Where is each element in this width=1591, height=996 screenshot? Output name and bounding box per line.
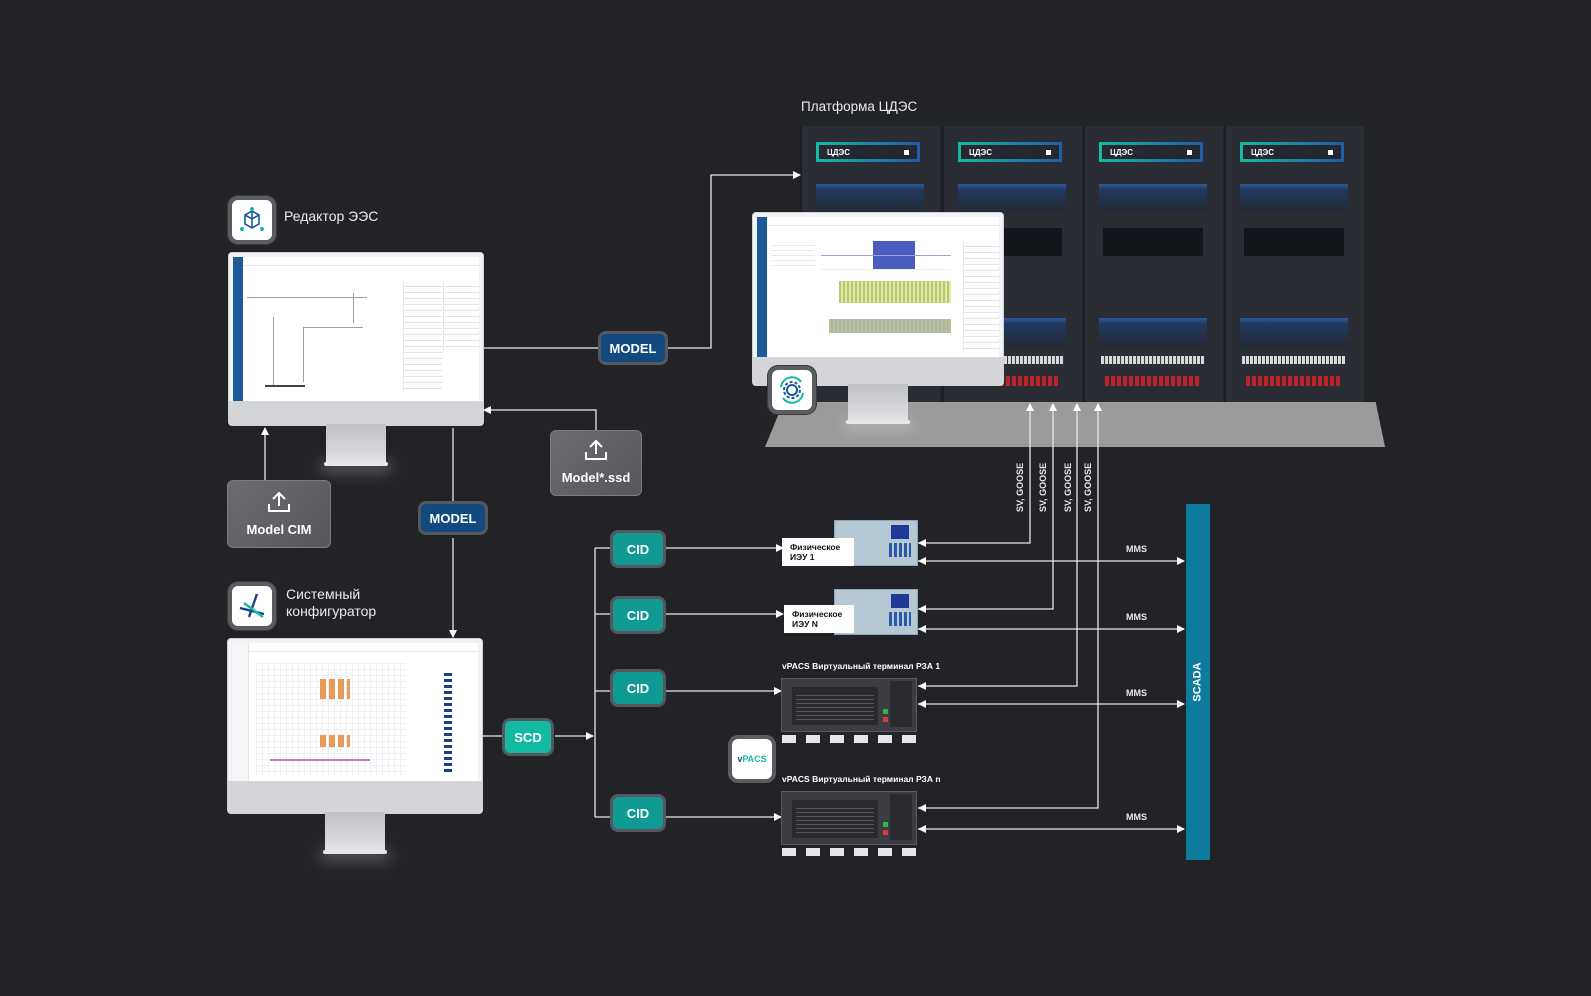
- virtual-terminal-n-buttons: [782, 848, 916, 856]
- configurator-label-line2: конфигуратор: [286, 603, 377, 619]
- platform-gear-icon-tile[interactable]: [768, 366, 816, 414]
- physical-ied-1-label: Физическое ИЭУ 1: [782, 538, 854, 566]
- rack-logo: ЦДЭС: [1099, 142, 1203, 162]
- sv-goose-label: SV, GOOSE: [1015, 462, 1025, 512]
- upload-icon: [585, 439, 607, 460]
- platform-title: Платформа ЦДЭС: [801, 99, 918, 114]
- virtual-terminal-1: [781, 678, 917, 732]
- mms-label: MMS: [1126, 544, 1147, 554]
- upload-model-ssd[interactable]: Model*.ssd: [550, 430, 642, 496]
- configurator-label-line1: Системный: [286, 586, 361, 602]
- physical-ied-1-line1: Физическое: [790, 542, 841, 552]
- vpacs-text: PACS: [742, 754, 767, 764]
- model-pill-mid[interactable]: MODEL: [418, 501, 488, 535]
- physical-ied-n-label: Физическое ИЭУ N: [784, 605, 854, 633]
- platform-monitor: [752, 212, 1004, 424]
- upload-model-cim[interactable]: Model CIM: [227, 480, 331, 548]
- rack-logo-text: ЦДЭС: [969, 147, 993, 157]
- editor-monitor: [228, 252, 484, 468]
- editor-screen: [233, 257, 479, 401]
- rack-logo-text: ЦДЭС: [1110, 147, 1134, 157]
- model-pill-top[interactable]: MODEL: [598, 331, 668, 365]
- rack-logo-text: ЦДЭС: [827, 147, 851, 157]
- scada-bar: SCADA: [1186, 504, 1210, 860]
- upload-icon: [268, 491, 290, 512]
- physical-ied-n-line1: Физическое: [792, 609, 843, 619]
- virtual-terminal-n: [781, 791, 917, 845]
- editor-app-icon[interactable]: [228, 196, 276, 244]
- rack-logo: ЦДЭС: [1240, 142, 1344, 162]
- sv-goose-label: SV, GOOSE: [1038, 462, 1048, 512]
- virtual-terminal-1-title: vPACS Виртуальный терминал РЗА 1: [782, 661, 941, 671]
- cid-pill[interactable]: CID: [610, 596, 666, 634]
- mms-label: MMS: [1126, 612, 1147, 622]
- server-rack: ЦДЭС: [1224, 126, 1364, 402]
- sv-goose-label: SV, GOOSE: [1063, 462, 1073, 512]
- vpacs-prefix: v: [737, 754, 743, 764]
- physical-ied-1-line2: ИЭУ 1: [790, 552, 815, 562]
- mms-label: MMS: [1126, 688, 1147, 698]
- configurator-monitor: [227, 638, 483, 856]
- configurator-app-label: Системный конфигуратор: [286, 586, 376, 620]
- triangle-logo-icon: [239, 593, 265, 618]
- configurator-screen: [232, 643, 478, 781]
- rack-logo: ЦДЭС: [958, 142, 1062, 162]
- physical-ied-n-line2: ИЭУ N: [792, 619, 818, 629]
- cid-pill[interactable]: CID: [610, 669, 666, 707]
- sv-goose-label: SV, GOOSE: [1083, 462, 1093, 512]
- editor-app-label: Редактор ЭЭС: [284, 208, 379, 224]
- virtual-terminal-n-title: vPACS Виртуальный терминал РЗА n: [782, 774, 941, 784]
- platform-screen: [757, 217, 999, 357]
- configurator-app-icon[interactable]: [228, 582, 276, 630]
- virtual-terminal-1-buttons: [782, 735, 916, 743]
- server-rack: ЦДЭС: [1083, 126, 1223, 402]
- gear-sync-icon: [780, 376, 804, 404]
- mms-label: MMS: [1126, 812, 1147, 822]
- upload-model-cim-label: Model CIM: [246, 522, 312, 537]
- cid-pill[interactable]: CID: [610, 794, 666, 832]
- wire-ssd-editor: [483, 406, 597, 430]
- cid-pill[interactable]: CID: [610, 530, 666, 568]
- rack-logo: ЦДЭС: [816, 142, 920, 162]
- cube-network-icon: [240, 207, 264, 231]
- scada-label: SCADA: [1192, 662, 1204, 702]
- scd-pill[interactable]: SCD: [502, 718, 554, 756]
- rack-logo-text: ЦДЭС: [1251, 147, 1275, 157]
- upload-model-ssd-label: Model*.ssd: [561, 470, 631, 485]
